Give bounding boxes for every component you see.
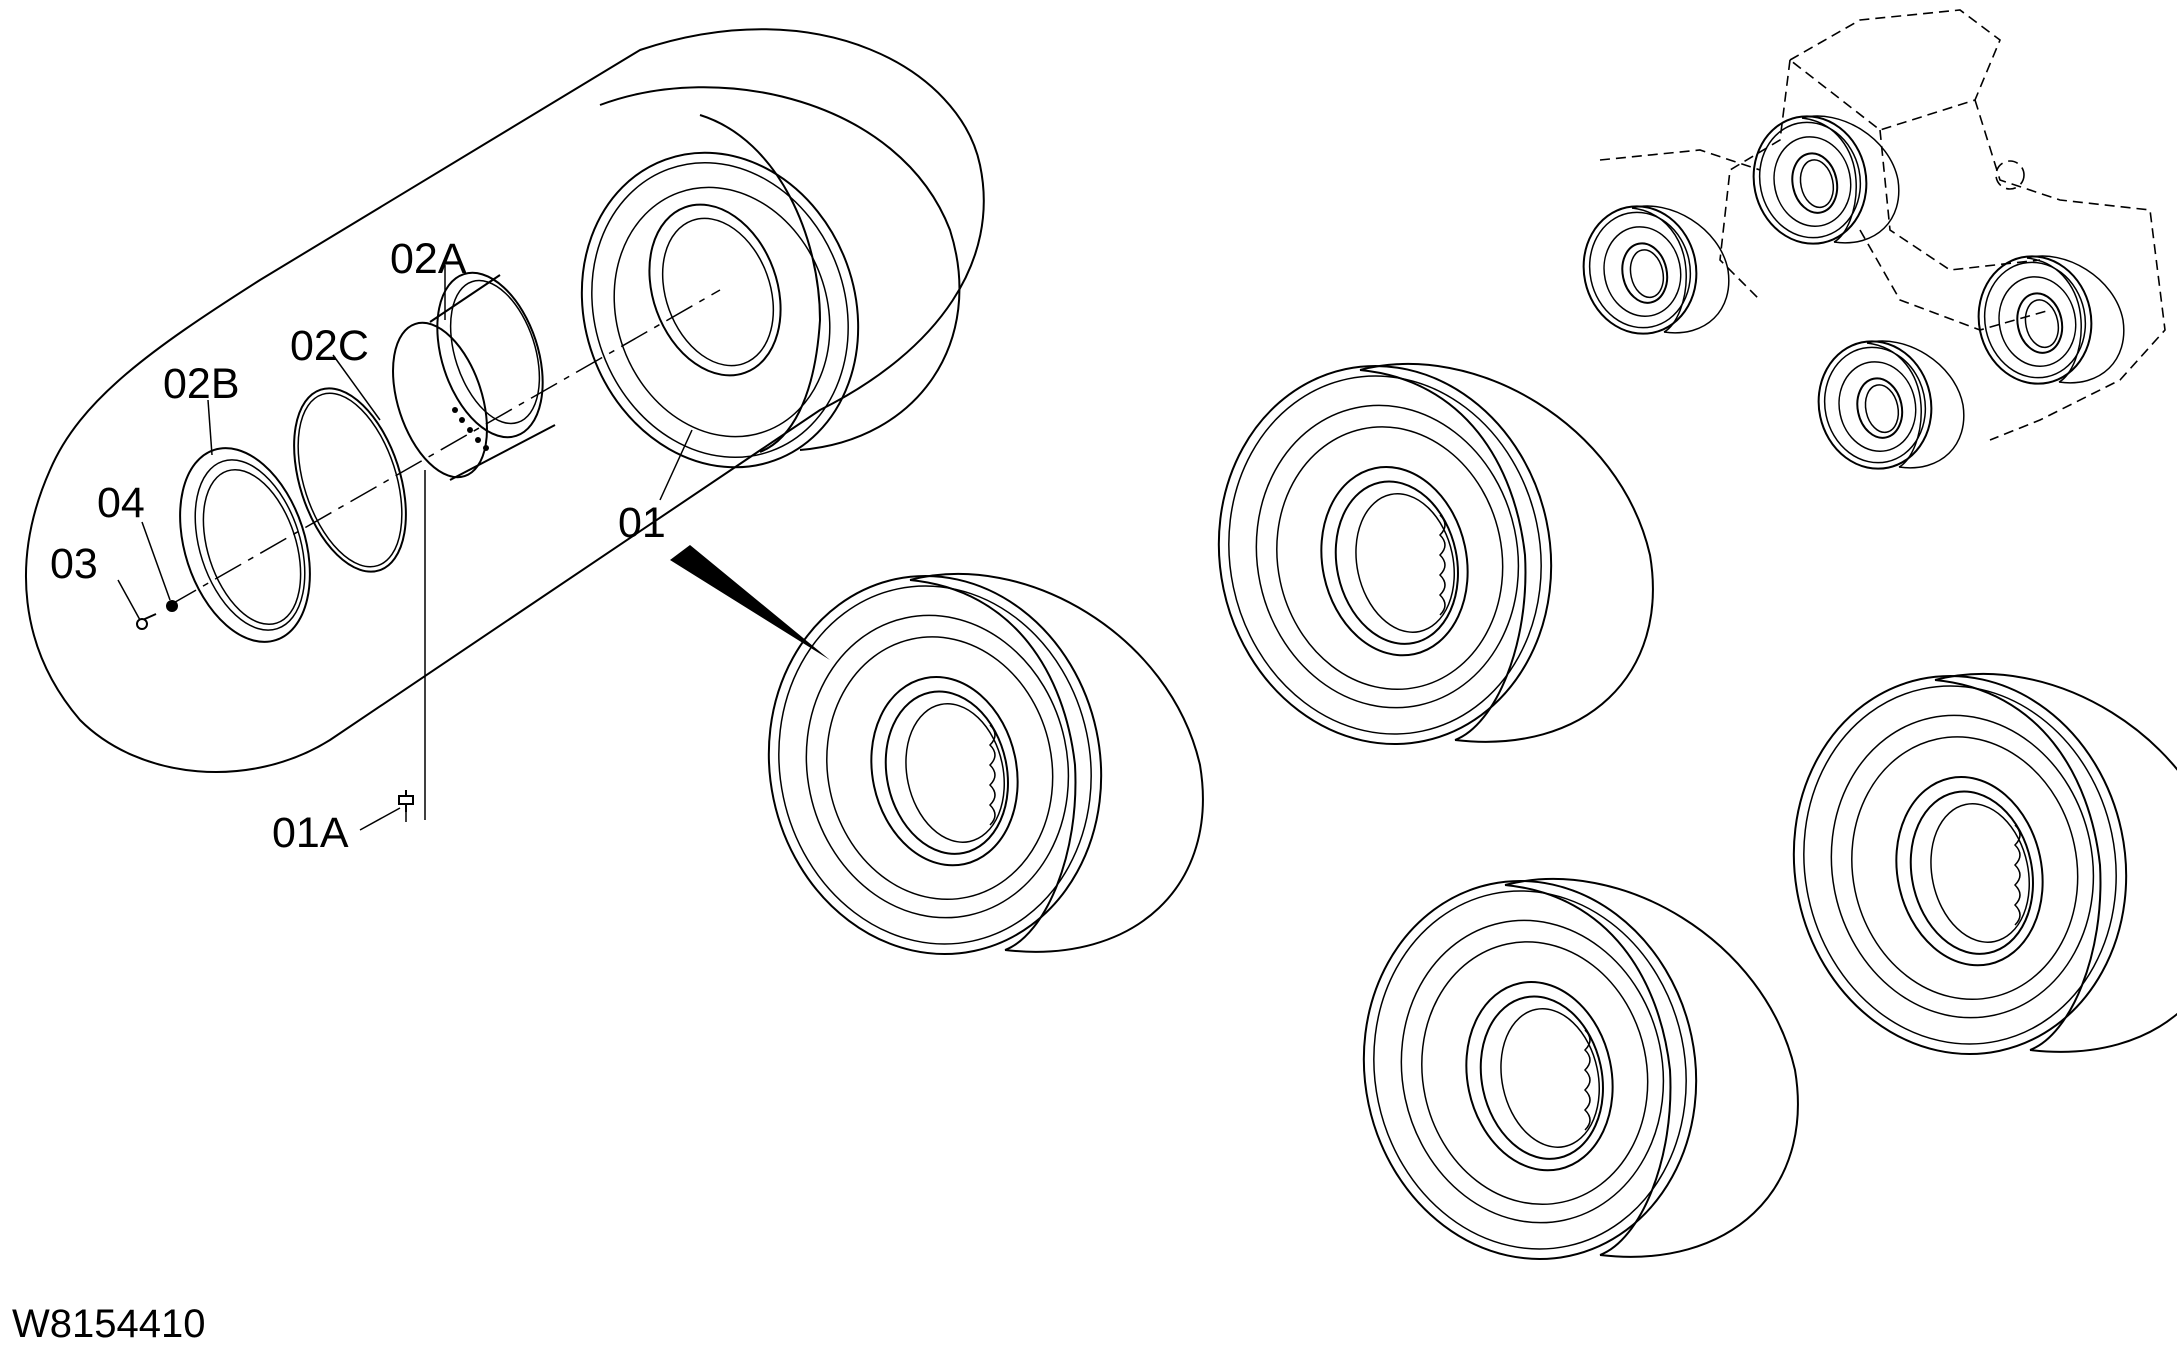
callout-01: 01 [618,499,666,547]
callout-02B: 02B [163,360,240,408]
tire-rear-left [1183,333,1654,777]
callout-02A: 02A [390,235,467,283]
detail-pointer [670,545,830,660]
tire-front-left [733,543,1204,987]
lock-ring-02B-drawing [179,447,311,643]
tire-01-drawing [580,86,961,469]
valve-03-drawing [136,613,157,630]
tire-rear-right [1758,643,2177,1087]
detail-view-capsule [25,28,985,773]
assembly-centerline [169,289,721,606]
callout-04: 04 [97,479,145,527]
callout-01A: 01A [272,809,349,857]
thumb-tire-rear-right [1965,244,2125,396]
callout-02C: 02C [290,322,369,370]
bolt-01A-drawing [398,470,426,822]
thumb-tire-rear-left [1740,104,1900,256]
rim-02A-drawing [392,271,556,481]
figure-id: W8154410 [12,1302,205,1346]
tire-front-right [1328,848,1799,1292]
o-ring-02C-drawing [293,387,407,573]
thumb-tire-front-left [1570,194,1730,346]
machine-thumbnail [1570,9,2166,481]
callout-03: 03 [50,540,98,588]
thumb-tire-front-right [1805,329,1965,481]
leader-lines [117,265,693,831]
